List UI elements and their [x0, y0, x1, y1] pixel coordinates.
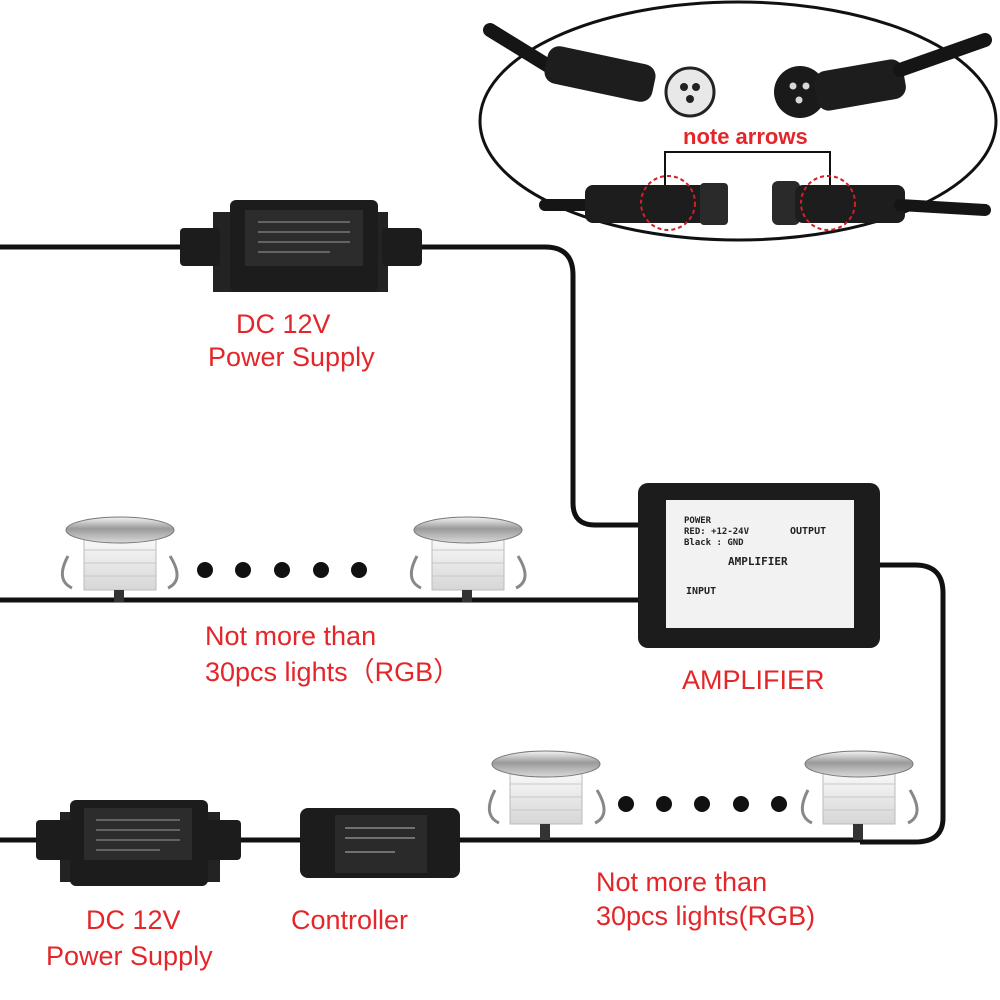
amplifier-output-wire: [860, 562, 946, 845]
middle-lights-label-line1: Not more than: [205, 621, 377, 651]
ellipsis-dots-bottom: [618, 796, 787, 812]
amp-sticker-input: INPUT: [686, 586, 716, 597]
amp-sticker-red: RED: +12-24V: [684, 527, 750, 537]
controller-box: [300, 808, 460, 878]
amp-sticker-power: POWER: [684, 516, 712, 526]
top-supply-wire: [0, 244, 650, 528]
middle-light-2: [409, 516, 527, 602]
bottom-lights-label-line2: 30pcs lights(RGB): [596, 901, 816, 931]
joined-connector-left: [539, 175, 728, 231]
ellipsis-dots-middle: [197, 562, 367, 578]
joined-connector-right: [772, 175, 991, 231]
bottom-light-1: [487, 750, 606, 840]
female-connector: [483, 23, 716, 118]
note-arrows-label: note arrows: [683, 124, 808, 149]
amp-sticker-black: Black : GND: [684, 538, 744, 548]
bottom-light-2: [800, 750, 919, 840]
top-supply-label-line1: DC 12V: [236, 309, 331, 339]
bottom-supply-label-line2: Power Supply: [46, 941, 213, 971]
bottom-lights-label-line1: Not more than: [596, 867, 768, 897]
connector-callout: [478, 0, 998, 242]
amplifier-box: POWER RED: +12-24V Black : GND OUTPUT AM…: [638, 483, 880, 648]
top-supply-label-line2: Power Supply: [208, 342, 375, 372]
note-arrows-bracket: [664, 151, 831, 185]
controller-label: Controller: [291, 905, 409, 935]
male-connector: [774, 33, 992, 118]
bottom-supply-label-line1: DC 12V: [86, 905, 181, 935]
amp-sticker-title: AMPLIFIER: [728, 555, 788, 568]
middle-lights-label-line2: 30pcs lights（RGB）: [205, 657, 461, 687]
middle-light-1: [60, 516, 179, 602]
amp-sticker-output: OUTPUT: [790, 526, 826, 537]
bottom-power-supply: [36, 800, 241, 886]
top-power-supply: [180, 200, 422, 292]
amplifier-label: AMPLIFIER: [682, 665, 825, 695]
